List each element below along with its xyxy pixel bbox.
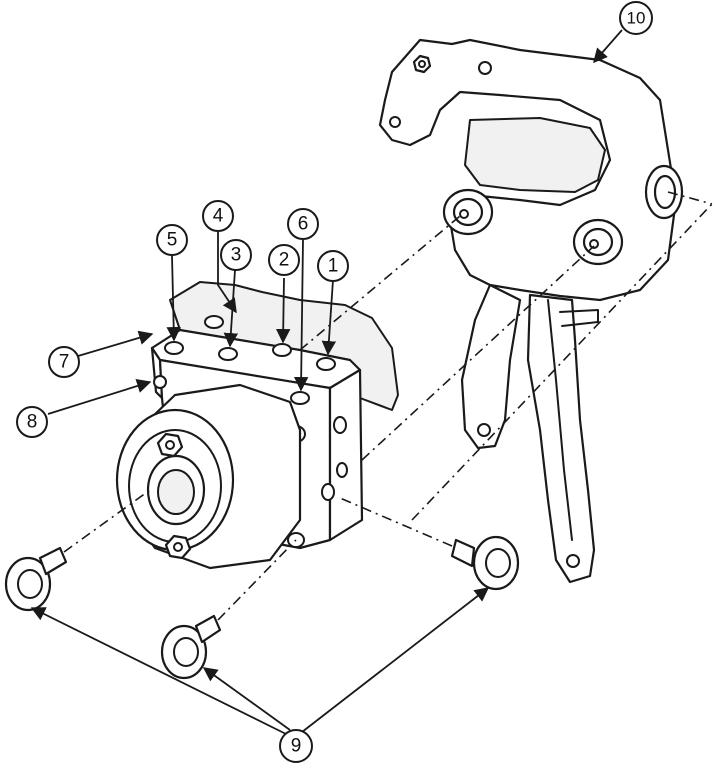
callout-2: 2	[268, 244, 300, 276]
port-4	[204, 315, 224, 329]
callout-3: 3	[220, 239, 252, 271]
mount-bolt	[160, 614, 222, 680]
callout-10: 10	[619, 1, 653, 35]
callout-5: 5	[156, 224, 188, 256]
bracket-hole	[389, 116, 401, 128]
housing-bolt	[156, 432, 184, 458]
callout-9-label: 9	[291, 736, 302, 757]
callout-2-label: 2	[279, 250, 290, 271]
bracket-hole	[477, 423, 491, 437]
bracket-hole	[566, 554, 580, 568]
bracket-grommet	[644, 164, 684, 220]
callout-1-label: 1	[328, 256, 339, 277]
callout-8-label: 8	[27, 412, 38, 433]
hydraulic-unit	[115, 281, 399, 570]
port-1	[316, 357, 336, 371]
mount-bolt	[4, 546, 68, 612]
port-5	[164, 341, 184, 355]
callout-7: 7	[48, 346, 80, 378]
callout-10-label: 10	[627, 9, 646, 28]
bracket-grommet	[572, 218, 624, 266]
assembly-center-lines	[63, 191, 713, 621]
bracket-hole	[478, 61, 492, 75]
housing-bolt	[164, 534, 192, 560]
leader-lines	[30, 29, 623, 735]
callout-7-label: 7	[59, 352, 70, 373]
callout-6-label: 6	[298, 214, 309, 235]
callout-6: 6	[287, 208, 319, 240]
port-6	[290, 391, 310, 405]
mounting-bracket	[378, 38, 684, 584]
callout-4: 4	[202, 200, 234, 232]
callout-1: 1	[317, 250, 349, 282]
callout-9: 9	[279, 729, 313, 763]
port-2	[272, 343, 292, 357]
port-3	[218, 347, 238, 361]
callout-4-label: 4	[213, 206, 224, 227]
callout-3-label: 3	[231, 245, 242, 266]
bracket-grommet	[442, 188, 494, 236]
callout-8: 8	[16, 406, 48, 438]
mount-bolt	[450, 535, 520, 591]
callout-5-label: 5	[167, 230, 178, 251]
bracket-nut	[412, 54, 432, 74]
